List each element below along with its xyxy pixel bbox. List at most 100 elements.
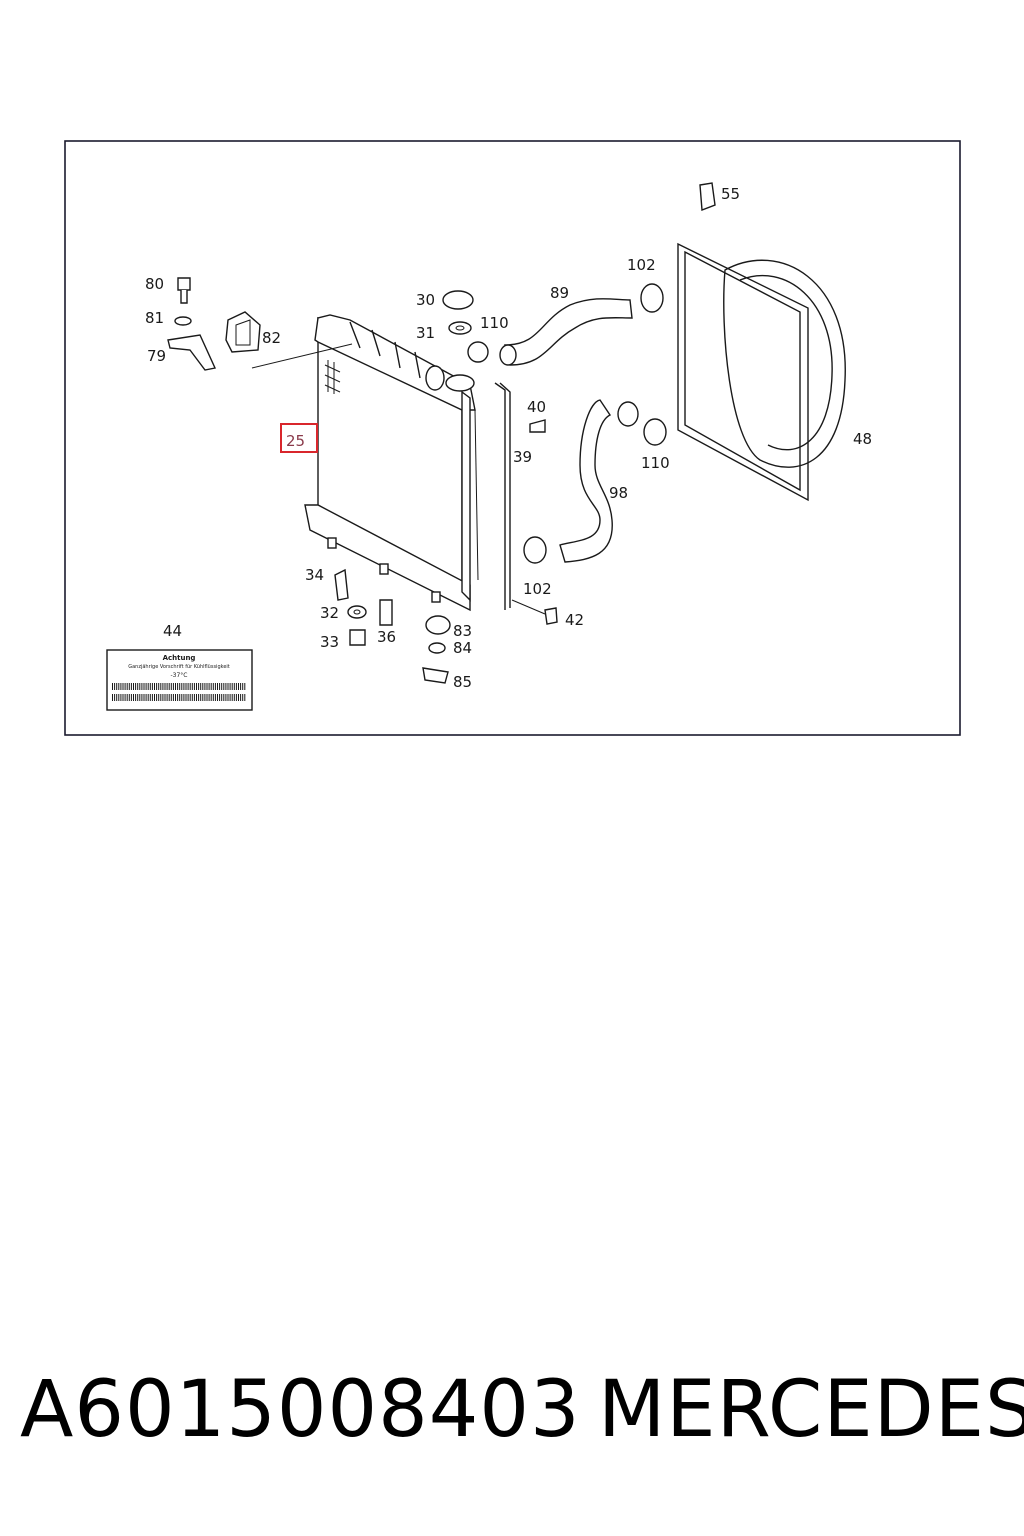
barcode-stripe: [225, 694, 227, 701]
barcode-stripe: [187, 694, 189, 701]
barcode-stripe: [208, 683, 210, 690]
callout-32: 32: [320, 604, 339, 622]
barcode-stripe: [170, 683, 172, 690]
fan-shroud: [677, 242, 846, 502]
callout-83: 83: [453, 622, 472, 640]
barcode-stripe: [214, 694, 216, 701]
callout-81: 81: [145, 309, 164, 327]
callout-85: 85: [453, 673, 472, 691]
barcode-stripe: [122, 683, 124, 690]
barcode-stripe: [179, 683, 181, 690]
warning-title: Achtung: [163, 654, 196, 662]
callout-36: 36: [377, 628, 396, 646]
barcode-stripe: [154, 694, 155, 701]
barcode-stripe: [219, 694, 221, 701]
barcode-stripe: [151, 694, 153, 701]
barcode-stripe: [240, 683, 242, 690]
callout-30: 30: [416, 291, 435, 309]
barcode-stripe: [126, 694, 128, 701]
barcode-stripe: [204, 683, 206, 690]
highlight-box: [280, 423, 318, 453]
barcode-stripe: [223, 683, 225, 690]
barcode-stripe: [189, 694, 191, 701]
barcode-stripe: [238, 683, 239, 690]
barcode-stripe: [219, 683, 221, 690]
barcode-stripe: [179, 694, 181, 701]
barcode-stripe: [151, 683, 153, 690]
barcode-stripe: [175, 694, 176, 701]
barcode-stripe: [196, 694, 197, 701]
brand-name: MERCEDES: [598, 1365, 1024, 1455]
barcode-stripe: [122, 694, 124, 701]
callout-44: 44: [163, 622, 182, 640]
barcode-stripe: [168, 694, 170, 701]
barcode-stripe: [156, 694, 158, 701]
barcode-stripe: [164, 683, 166, 690]
barcode-stripe: [116, 694, 118, 701]
barcode-stripe: [128, 683, 130, 690]
callout-102-top: 102: [627, 256, 656, 274]
barcode-stripe: [204, 694, 206, 701]
barcode-stripe: [137, 683, 139, 690]
barcode-stripe: [238, 694, 239, 701]
callout-80: 80: [145, 275, 164, 293]
barcode-stripe: [244, 683, 246, 690]
barcode-stripe: [198, 694, 200, 701]
barcode-stripe: [133, 694, 134, 701]
barcode-stripe: [141, 683, 143, 690]
barcode-stripe: [231, 694, 233, 701]
barcode-stripe: [212, 694, 214, 701]
barcode-stripe: [177, 683, 179, 690]
barcode-stripe: [242, 694, 244, 701]
barcode-stripe: [189, 683, 191, 690]
barcode-stripe: [229, 694, 231, 701]
barcode-stripe: [147, 694, 149, 701]
barcode-stripe: [141, 694, 143, 701]
barcode-stripe: [181, 683, 183, 690]
callout-110-top: 110: [480, 314, 509, 332]
barcode-stripe: [185, 683, 187, 690]
barcode-stripe: [160, 694, 162, 701]
barcode-stripe: [143, 683, 145, 690]
barcode-stripe: [187, 683, 189, 690]
barcode-stripe: [120, 694, 122, 701]
barcode-stripe: [235, 683, 237, 690]
barcode-stripe: [137, 694, 139, 701]
barcode-stripe: [225, 683, 227, 690]
barcode-stripe: [185, 694, 187, 701]
barcode-stripe: [124, 694, 126, 701]
barcode-stripe: [139, 694, 141, 701]
barcode-stripe: [116, 683, 118, 690]
parts-diagram: Achtung Ganzjährige Vorschrift für Kühlf…: [64, 140, 961, 736]
barcode-stripe: [126, 683, 128, 690]
callout-34: 34: [305, 566, 324, 584]
barcode-stripe: [202, 694, 204, 701]
callout-25: 25: [286, 432, 305, 450]
barcode-stripe: [166, 694, 168, 701]
barcode-stripe: [145, 694, 147, 701]
callout-33: 33: [320, 633, 339, 651]
barcode-stripe: [164, 694, 166, 701]
barcode-stripe: [181, 694, 183, 701]
barcode-stripe: [156, 683, 158, 690]
callout-40: 40: [527, 398, 546, 416]
barcode-stripe: [114, 683, 116, 690]
barcode-stripe: [149, 694, 151, 701]
barcode-stripe: [149, 683, 151, 690]
warning-line2: -37°C: [171, 672, 188, 679]
mount-bracket: [167, 277, 261, 371]
barcode-stripe: [112, 683, 113, 690]
barcode-stripe: [183, 683, 185, 690]
barcode-stripe: [196, 683, 197, 690]
barcode-stripe: [175, 683, 176, 690]
barcode-stripe: [168, 683, 170, 690]
barcode-stripe: [130, 694, 132, 701]
barcode-stripe: [177, 694, 179, 701]
barcode-stripe: [240, 694, 242, 701]
barcode-stripe: [227, 694, 229, 701]
barcode-stripe: [208, 694, 210, 701]
barcode-stripe: [231, 683, 233, 690]
barcode-stripe: [172, 694, 174, 701]
barcode-stripe: [193, 694, 195, 701]
barcode-stripe: [193, 683, 195, 690]
